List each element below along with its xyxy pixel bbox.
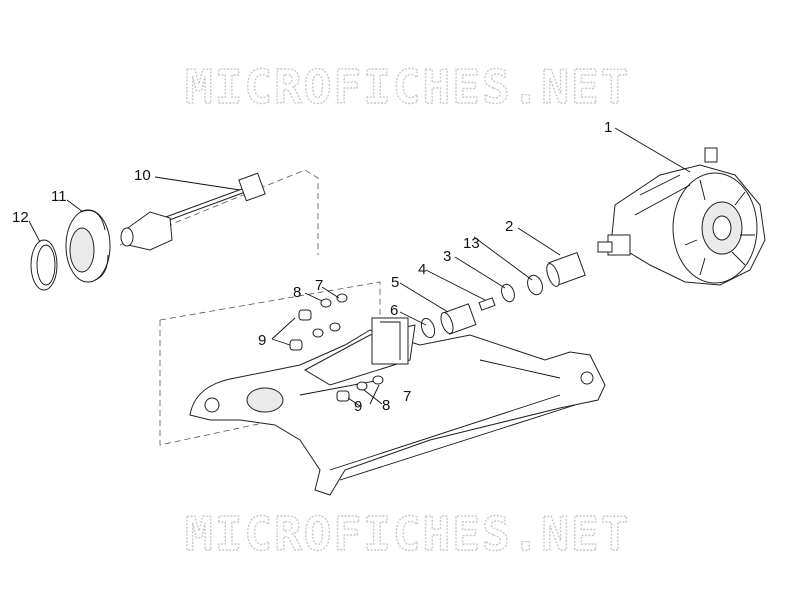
bolt-set-upper xyxy=(289,293,348,351)
seal-ring xyxy=(420,317,436,339)
callout-7-lower: 7 xyxy=(403,388,411,405)
callout-1: 1 xyxy=(604,119,612,136)
callout-6: 6 xyxy=(390,302,398,319)
drive-shaft xyxy=(120,172,266,251)
callout-2: 2 xyxy=(505,218,513,235)
watermark-top: MICROFICHES.NET xyxy=(185,60,630,114)
callout-9-upper: 9 xyxy=(258,332,266,349)
callout-5: 5 xyxy=(391,274,399,291)
spring xyxy=(478,297,496,311)
swing-arm xyxy=(189,317,606,496)
spline-shaft xyxy=(546,251,586,287)
callout-13: 13 xyxy=(463,235,480,252)
callout-9-lower: 9 xyxy=(354,398,362,415)
callout-11: 11 xyxy=(51,188,67,205)
callout-4: 4 xyxy=(418,261,426,278)
callout-12: 12 xyxy=(12,209,29,226)
callout-7-upper: 7 xyxy=(315,277,323,294)
watermark-bottom: MICROFICHES.NET xyxy=(185,507,630,561)
leader-lines xyxy=(28,127,691,407)
final-drive-hub xyxy=(597,147,766,286)
o-ring xyxy=(501,283,515,303)
hose-clamp xyxy=(30,239,58,291)
bushing xyxy=(440,303,477,335)
bolt-set-lower xyxy=(336,375,384,402)
circlip xyxy=(527,274,543,296)
callout-8-lower: 8 xyxy=(382,397,390,414)
callout-10: 10 xyxy=(134,167,151,184)
dashed-outline-driveshaft xyxy=(119,169,319,255)
rubber-boot xyxy=(65,209,111,283)
callout-labels: 1 2 3 4 5 6 7 7 8 8 9 9 10 11 12 13 xyxy=(12,119,612,415)
callout-3: 3 xyxy=(443,248,451,265)
callout-8-upper: 8 xyxy=(293,284,301,301)
